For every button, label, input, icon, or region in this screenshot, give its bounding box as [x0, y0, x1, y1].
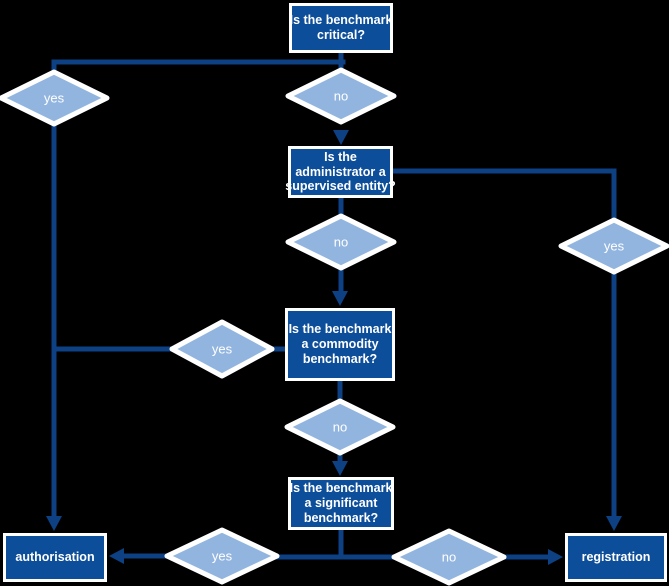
decision-label-commodity-no: no [332, 419, 348, 435]
decision-diamond-supervised-yes [558, 217, 669, 275]
connector-supervised-to-yes [390, 168, 617, 229]
decision-diamond-commodity-yes [169, 319, 275, 379]
question-box-critical: Is the benchmark critical? [289, 3, 393, 53]
arrowhead-into-commodity-box [332, 291, 348, 306]
connector-significant-split [264, 527, 406, 560]
decision-diamond-critical-yes [0, 69, 110, 127]
decision-label-significant-yes: yes [211, 548, 233, 564]
decision-label-significant-no: no [441, 549, 457, 565]
outcome-box-registration: registration [565, 533, 667, 582]
arrowhead-into-registration-left [548, 549, 563, 565]
decision-diamond-significant-no [391, 528, 507, 586]
decision-diamond-significant-yes [164, 527, 280, 585]
arrowhead-into-authorisation-right [109, 548, 124, 564]
decision-label-critical-no: no [333, 88, 349, 104]
arrowhead-into-authorisation-top [46, 516, 62, 531]
arrowhead-into-significant-box [332, 461, 348, 476]
decision-diamond-commodity-no [284, 398, 396, 456]
decision-diamond-critical-no [285, 67, 397, 125]
question-box-significant: Is the benchmark a significant benchmark… [288, 477, 394, 530]
decision-label-supervised-no: no [333, 234, 349, 250]
question-box-commodity: Is the benchmark a commodity benchmark? [285, 308, 395, 381]
connector-critical-to-yes [51, 59, 346, 79]
decision-diamond-supervised-no [285, 213, 397, 271]
outcome-box-authorisation: authorisation [3, 533, 107, 582]
question-box-supervised: Is the administrator a supervised entity… [285, 146, 396, 198]
arrowhead-into-registration-top [606, 516, 622, 531]
decision-label-critical-yes: yes [43, 90, 65, 106]
decision-label-commodity-yes: yes [211, 341, 233, 357]
arrowhead-into-supervised-box [333, 130, 349, 145]
decision-label-supervised-yes: yes [603, 238, 625, 254]
